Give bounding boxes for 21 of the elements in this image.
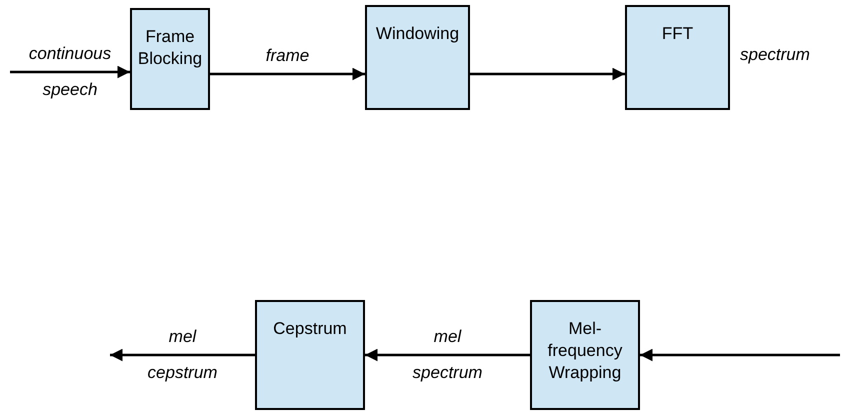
arrow bbox=[640, 348, 840, 362]
process-box bbox=[255, 300, 365, 410]
arrow bbox=[365, 348, 530, 362]
edge-label: mel spectrum bbox=[412, 326, 484, 384]
box-label: Windowing bbox=[374, 23, 460, 45]
edge-label: mel cepstrum bbox=[146, 326, 218, 384]
arrow bbox=[470, 68, 625, 80]
process-box bbox=[530, 300, 640, 410]
box-label: FFT bbox=[660, 23, 694, 45]
edge-label: continuous speech bbox=[28, 43, 112, 101]
process-box bbox=[365, 5, 470, 110]
process-box bbox=[130, 8, 210, 110]
arrow bbox=[110, 348, 255, 362]
box-label: Frame Blocking bbox=[136, 26, 204, 70]
output-label: spectrum bbox=[740, 44, 810, 66]
arrow bbox=[210, 68, 365, 80]
process-box bbox=[625, 5, 730, 110]
arrow bbox=[10, 66, 130, 78]
box-label: Mel-frequency Wrapping bbox=[546, 318, 624, 384]
box-label: Cepstrum bbox=[272, 318, 348, 340]
edge-label: frame bbox=[264, 45, 310, 67]
